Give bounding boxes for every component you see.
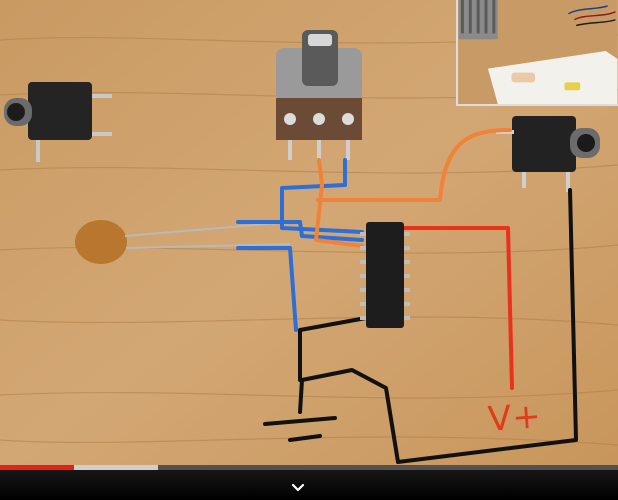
ceramic-capacitor-icon bbox=[75, 220, 291, 264]
voltage-annotation: V+ bbox=[486, 396, 544, 440]
potentiometer-icon bbox=[276, 30, 362, 160]
right-audio-jack-icon bbox=[496, 116, 600, 192]
progress-played bbox=[0, 465, 75, 470]
wire-orange-1 bbox=[314, 158, 364, 248]
wire-blue-1 bbox=[280, 158, 364, 234]
wire-blue-2 bbox=[236, 220, 364, 242]
wire-black-2 bbox=[298, 316, 368, 382]
player-controls bbox=[0, 465, 618, 500]
progress-buffered bbox=[0, 465, 158, 470]
pip-overlay bbox=[456, 0, 618, 106]
chevron-down-icon[interactable] bbox=[287, 481, 309, 495]
ic-chip-icon bbox=[360, 222, 410, 328]
wire-blue-3 bbox=[236, 246, 298, 332]
ground-symbol-icon bbox=[263, 416, 337, 442]
left-audio-jack-icon bbox=[4, 82, 112, 162]
progress-bar[interactable] bbox=[0, 465, 618, 470]
wire-orange-2 bbox=[316, 128, 512, 202]
wire-red bbox=[402, 226, 514, 390]
